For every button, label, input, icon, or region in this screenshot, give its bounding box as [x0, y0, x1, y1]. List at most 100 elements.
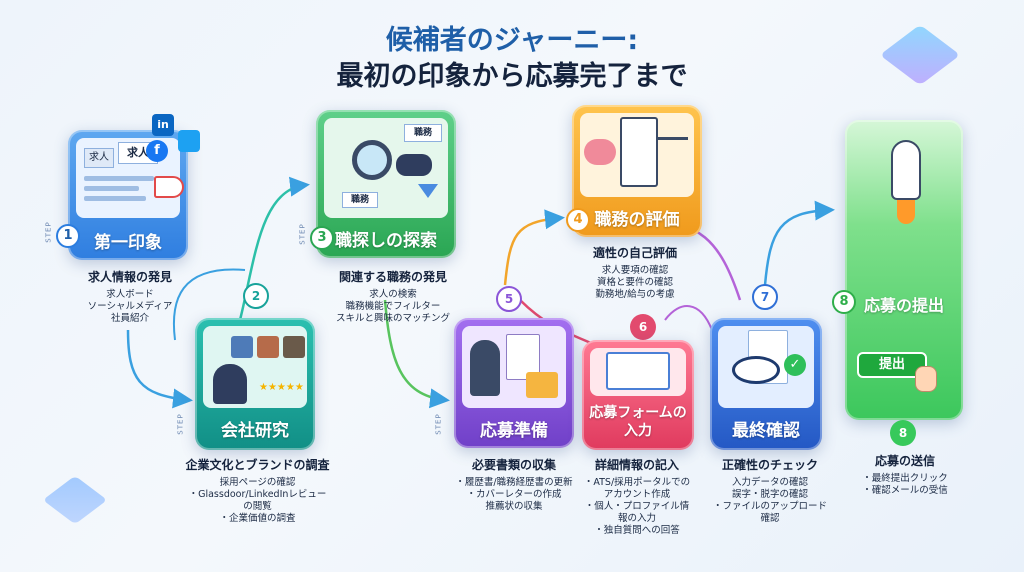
step-6-item: ・ATS/採用ポータルでの	[583, 477, 691, 488]
step-7-connector-number: 7	[752, 284, 778, 310]
checkmark-icon: ✓	[784, 354, 806, 376]
step-8-details: 応募の送信 ・最終提出クリック ・確認メールの受信	[835, 452, 975, 497]
step-8-label: 応募の提出	[863, 296, 944, 315]
step-5-item: 推薦状の収集	[485, 501, 543, 512]
title-line1: 候補者のジャーニー:	[385, 25, 639, 56]
step-6-label: 応募フォームの入力	[589, 405, 687, 439]
step-3-heading: 関連する職務の発見	[338, 270, 447, 284]
step-4-item: 勤務地/給与の考慮	[595, 289, 675, 300]
brain-icon	[584, 139, 616, 165]
job-evaluation-illustration	[580, 113, 694, 197]
step-5-heading: 必要書類の収集	[471, 458, 556, 472]
step-6-card[interactable]: 応募フォームの入力	[582, 340, 694, 450]
step-5-details: 必要書類の収集 ・履歴書/職務経歴書の更新 ・カバーレターの作成 推薦状の収集	[434, 456, 594, 513]
arrow-3-5	[383, 299, 450, 409]
step-5-item: ・カバーレターの作成	[466, 489, 562, 500]
step-4-item: 資格と要件の確認	[596, 277, 673, 288]
step-5-step-word: STEP	[434, 413, 443, 435]
profile-photo-3	[283, 336, 305, 358]
step-4-card[interactable]: 職務の評価	[572, 105, 702, 237]
twitter-icon	[178, 130, 200, 152]
step-1-card[interactable]: 求人 求人 第一印象	[68, 130, 188, 260]
step-4-details: 適性の自己評価 求人要項の確認 資格と要件の確認 勤務地/給与の考慮	[565, 244, 705, 301]
step-1-number-badge: 1	[56, 224, 80, 248]
step-7-item: 入力データの確認	[731, 477, 808, 488]
step-8-card[interactable]: 応募の提出 提出	[845, 120, 963, 420]
folder-icon	[526, 372, 558, 398]
step-1-item: ソーシャルメディア	[87, 301, 173, 312]
step-7-card[interactable]: ✓ 最終確認	[710, 318, 822, 450]
title-line2: 最初の印象から応募完了まで	[336, 61, 688, 92]
step-2-item: 採用ページの確認	[219, 477, 296, 488]
binoculars-icon	[396, 154, 432, 176]
step-6-item: 報の入力	[617, 513, 656, 524]
step-6-item: ・個人・プロファイル情	[584, 501, 690, 512]
step-4-label: 職務の評価	[594, 210, 680, 230]
step-3-card[interactable]: 職務 職務 職探しの探索	[316, 110, 456, 258]
profile-photo-1	[231, 336, 253, 358]
step-7-label: 最終確認	[732, 421, 800, 441]
step-2-step-word: STEP	[176, 413, 185, 435]
step-2-item: の閲覧	[243, 501, 272, 512]
submit-button[interactable]: 提出	[857, 352, 927, 378]
step-3-label: 職探しの探索	[335, 231, 437, 251]
form-window-icon	[606, 352, 670, 390]
person-laptop-icon	[213, 364, 247, 404]
step-3-step-word: STEP	[298, 223, 307, 245]
step-5-label: 応募準備	[480, 421, 548, 441]
megaphone-icon	[154, 176, 184, 198]
scale-icon	[658, 137, 688, 177]
step-7-item: 確認	[760, 513, 780, 524]
job-tag-bottom: 職務	[342, 192, 378, 208]
step-3-item: 求人の検索	[369, 289, 417, 300]
step-6-item: アカウント作成	[603, 489, 671, 500]
step-5-card[interactable]: 応募準備	[454, 318, 574, 448]
linkedin-icon: in	[152, 114, 174, 136]
step-2-label: 会社研究	[221, 421, 289, 441]
arrow-side-1	[172, 268, 246, 341]
step-8-heading: 応募の送信	[874, 454, 935, 468]
step-2-details: 企業文化とブランドの調査 採用ページの確認 ・Glassdoor/LinkedI…	[170, 456, 345, 525]
submit-button-label: 提出	[878, 357, 905, 372]
facebook-icon: f	[146, 140, 168, 162]
step-2-item: ・Glassdoor/LinkedInレビュー	[188, 489, 327, 500]
step-1-heading: 求人情報の発見	[87, 270, 172, 284]
job-tag-small: 求人	[84, 148, 114, 168]
step-4-number-badge: 4	[566, 208, 590, 232]
job-tag-top: 職務	[404, 124, 442, 142]
step-6-item: ・独自質問への回答	[594, 525, 680, 536]
step-6-details: 詳細情報の記入 ・ATS/採用ポータルでの アカウント作成 ・個人・プロファイル…	[572, 456, 702, 537]
person-icon	[470, 340, 500, 396]
step-3-details: 関連する職務の発見 求人の検索 職務機能でフィルター スキルと興味のマッチング	[318, 268, 468, 325]
step-3-item: スキルと興味のマッチング	[335, 313, 450, 324]
step-2-connector-number: 2	[243, 283, 269, 309]
document-preparation-illustration	[462, 326, 566, 408]
step-2-card[interactable]: ★★★★★ 会社研究	[195, 318, 315, 450]
checklist-icon	[620, 117, 658, 187]
eye-icon	[732, 356, 780, 384]
profile-photo-2	[257, 336, 279, 358]
step-8-number-badge: 8	[832, 290, 856, 314]
step-1-item: 社員紹介	[110, 313, 149, 324]
step-6-heading: 詳細情報の記入	[594, 458, 679, 472]
step-7-item: 誤字・脱字の確認	[731, 489, 808, 500]
step-5-connector-number: 5	[496, 286, 522, 312]
facebook-icon-text: f	[154, 143, 160, 158]
arrow-7-8	[763, 200, 835, 286]
company-research-illustration: ★★★★★	[203, 326, 307, 408]
star-rating-icon: ★★★★★	[259, 382, 304, 393]
step-1-label: 第一印象	[94, 233, 162, 253]
filter-icon	[418, 184, 438, 198]
rocket-flame-icon	[897, 200, 915, 224]
arrow-1-2	[126, 329, 193, 409]
step-7-heading: 正確性のチェック	[721, 458, 818, 472]
step-1-step-word: STEP	[44, 221, 53, 243]
step-2-item: ・企業価値の調査	[219, 513, 296, 524]
step-1-item: 求人ボード	[106, 289, 154, 300]
step-8-bottom-number: 8	[890, 420, 916, 446]
step-7-item: ・ファイルのアップロード	[712, 501, 827, 512]
hand-cursor-icon	[915, 366, 937, 392]
step-2-heading: 企業文化とブランドの調査	[185, 458, 330, 472]
final-review-illustration: ✓	[718, 326, 814, 408]
step-8-item: ・確認メールの受信	[862, 485, 948, 496]
